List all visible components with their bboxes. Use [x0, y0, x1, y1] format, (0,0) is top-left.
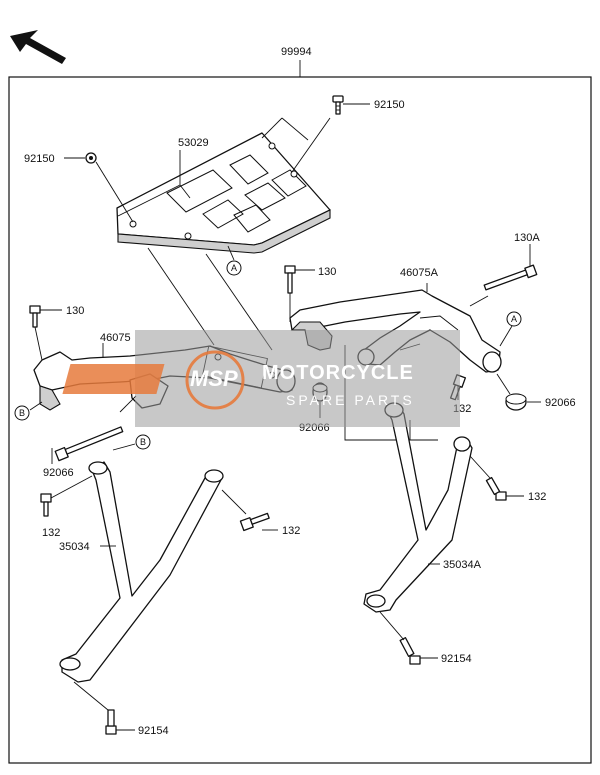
part-label-132-center[interactable]: 132 [282, 525, 300, 537]
bolt-130A-top [483, 264, 538, 291]
part-label-92066-right[interactable]: 92066 [545, 397, 576, 409]
svg-text:A: A [511, 314, 517, 324]
bolt-92154-right [399, 636, 421, 665]
part-label-130-left[interactable]: 130 [66, 305, 84, 317]
bolt-92154-bottom [105, 709, 117, 735]
svg-text:MSP: MSP [190, 366, 238, 391]
part-label-46075A[interactable]: 46075A [400, 267, 439, 279]
part-label-46075[interactable]: 46075 [100, 332, 131, 344]
bolt-130-top [284, 265, 296, 294]
watermark-line-2: SPARE PARTS [286, 392, 415, 408]
watermark-line-1: MOTORCYCLE [262, 362, 414, 384]
bolt-132-center [239, 512, 270, 532]
stay-35034 [59, 461, 224, 683]
bolt-92150-left [85, 152, 97, 164]
part-label-92150-left[interactable]: 92150 [24, 153, 55, 165]
part-label-130-top[interactable]: 130 [318, 266, 336, 278]
part-label-53029[interactable]: 53029 [178, 137, 209, 149]
msp-logo-icon: MSP [62, 350, 245, 410]
bolt-130-left [29, 305, 41, 328]
bolt-132-left [40, 493, 52, 517]
part-label-132-left[interactable]: 132 [42, 527, 60, 539]
part-label-92154-bottom[interactable]: 92154 [138, 725, 169, 737]
carrier-plate-53029 [116, 132, 331, 254]
svg-text:A: A [231, 263, 237, 273]
bolt-130A-left [54, 426, 124, 462]
bolt-132-right [485, 476, 507, 501]
part-label-92150-top[interactable]: 92150 [374, 99, 405, 111]
part-label-92154-right[interactable]: 92154 [441, 653, 472, 665]
watermark: MSP MOTORCYCLE SPARE PARTS [62, 330, 460, 427]
stay-35034A [363, 402, 473, 613]
part-label-35034[interactable]: 35034 [59, 541, 90, 553]
front-direction-arrow-icon [10, 30, 66, 64]
grommet-92066-right [505, 393, 527, 411]
part-label-130A-top[interactable]: 130A [514, 232, 540, 244]
bolt-92150-top [332, 95, 344, 115]
part-label-35034A[interactable]: 35034A [443, 559, 482, 571]
svg-text:B: B [19, 408, 25, 418]
part-label-132-right[interactable]: 132 [528, 491, 546, 503]
part-label-99994[interactable]: 99994 [281, 46, 312, 58]
part-label-130A-left[interactable]: 92066 [43, 467, 74, 479]
svg-text:B: B [140, 437, 146, 447]
